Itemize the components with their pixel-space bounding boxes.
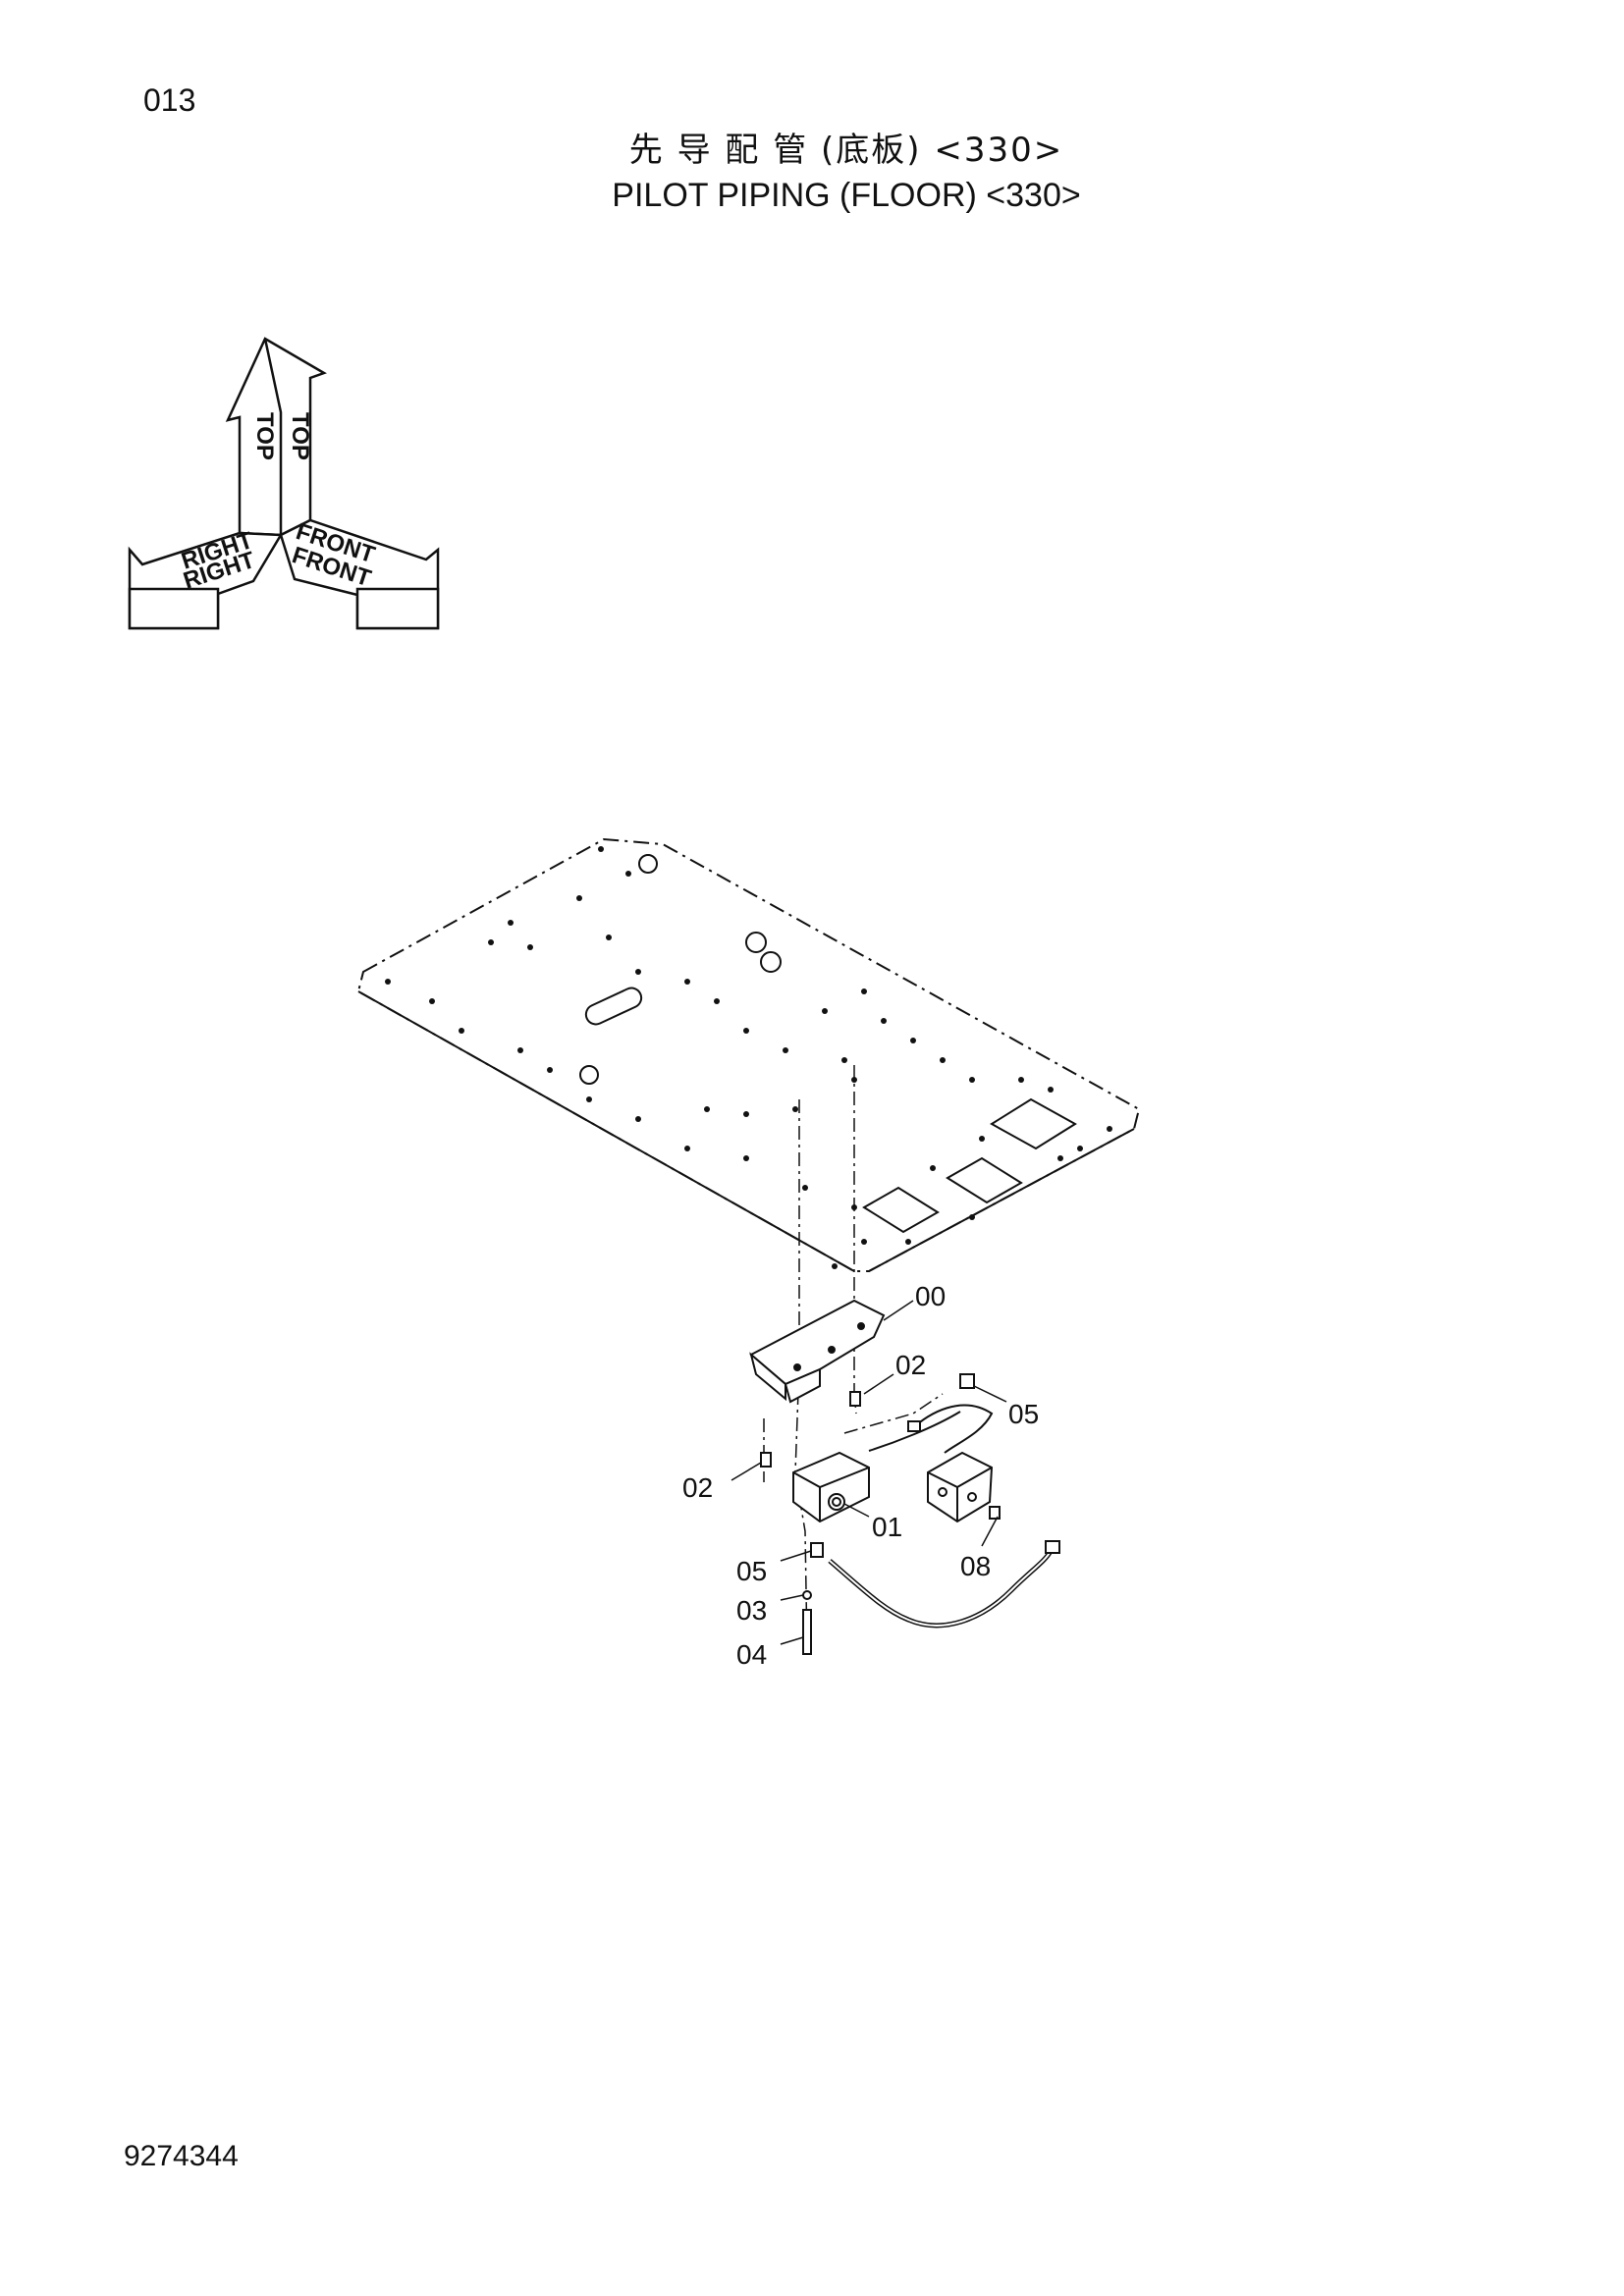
hose-fittings-part-05 <box>810 1373 1060 1629</box>
callout-leaders <box>731 1300 1007 1645</box>
floor-plate <box>356 837 1141 1272</box>
title-chinese: 先 导 配 管 (底板) <330> <box>628 131 1064 170</box>
callout-02-upper: 02 <box>895 1350 926 1380</box>
bolt-part-02 <box>760 1391 861 1468</box>
callout-05-lower: 05 <box>736 1556 767 1586</box>
title-block: 先 导 配 管 (底板) <330> PILOT PIPING (FLOOR) … <box>0 128 1624 218</box>
valve-block-part-01 <box>792 1451 870 1523</box>
drawing-number: 9274344 <box>124 2140 239 2172</box>
callout-02-lower: 02 <box>682 1472 713 1503</box>
callout-05-upper: 05 <box>1008 1399 1039 1429</box>
callout-01: 01 <box>872 1512 902 1542</box>
title-english: PILOT PIPING (FLOOR) <330> <box>612 177 1081 214</box>
callout-08: 08 <box>960 1551 991 1581</box>
callout-03: 03 <box>736 1595 767 1626</box>
orientation-top-label-a: TOP <box>251 412 278 460</box>
orientation-top-label-b: TOP <box>287 412 313 460</box>
page-number: 013 <box>143 82 196 118</box>
callout-04: 04 <box>736 1639 767 1670</box>
orientation-indicator <box>128 337 440 630</box>
solenoid-valve-part-08 <box>927 1451 1001 1523</box>
washer-bolt-parts-03-04 <box>802 1590 812 1655</box>
callout-00: 00 <box>915 1281 946 1311</box>
bracket-part-00 <box>749 1299 886 1404</box>
